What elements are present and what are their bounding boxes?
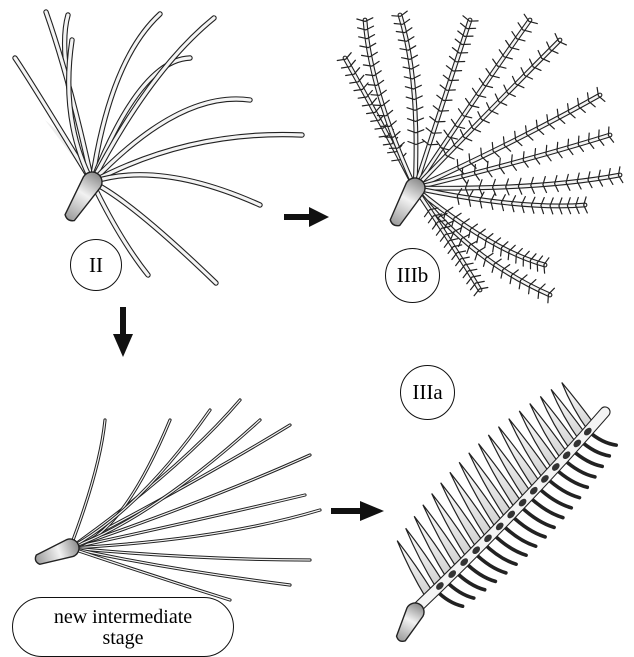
frond-lower-ray [529,496,563,517]
branchlets [392,11,424,144]
frond-lower-ray [511,515,545,537]
new-stage-base [33,536,82,568]
arrow-new-stage-to-iiia [331,501,384,521]
frond-lower-ray [502,524,536,546]
branched-tentacle [415,34,566,188]
tentacle [15,58,92,182]
new-intermediate-stage-label: new intermediate stage [12,597,234,657]
frond-lower-ray [537,487,571,508]
new-intermediate-organism [33,400,320,600]
branchlets [422,16,478,145]
stage-ii-label: II [70,239,122,291]
arrow-ii-to-new-stage [113,307,133,357]
stage-iiia-organism [392,383,616,645]
tentacle-outline [70,548,290,585]
frond-lower-ray [483,543,516,564]
stage-iiib-organism [337,11,623,303]
frond-lower-ray [520,506,554,528]
stage-iiia-base [392,600,427,645]
branched-tentacle [392,11,424,188]
arrow-ii-to-iiib [284,207,329,227]
stage-iiia-label: IIIa [400,365,455,420]
new-stage-label-line1: new intermediate [54,607,192,628]
stage-ii-organism [15,12,302,283]
stage-iiib-label: IIIb [385,248,440,303]
branched-tentacle [337,53,415,188]
frond-lower-ray [493,534,526,556]
